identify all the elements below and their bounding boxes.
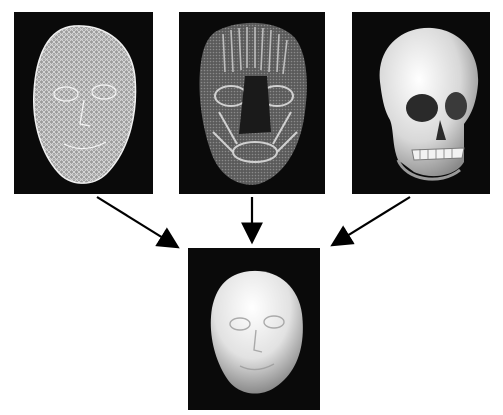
arrow-left <box>97 197 176 246</box>
arrow-right <box>334 197 410 244</box>
